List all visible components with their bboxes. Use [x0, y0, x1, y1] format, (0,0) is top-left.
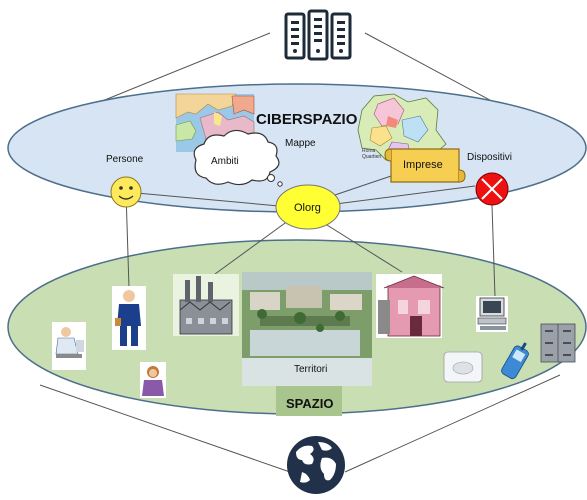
shop-building-image	[376, 274, 445, 338]
globe-icon	[287, 436, 345, 494]
space-title: SPAZIO	[286, 396, 333, 411]
device-cross-icon	[475, 172, 509, 206]
olorg-node: Olorg	[275, 184, 341, 230]
imprese-scroll: Imprese	[384, 148, 466, 183]
imprese-label: Imprese	[403, 159, 443, 171]
territori-label: Territori	[294, 364, 327, 375]
office-worker-image	[52, 322, 86, 370]
mappe-label: Mappe	[285, 138, 316, 149]
filing-cabinet-image	[540, 323, 576, 363]
territory-photo: Territori SPAZIO	[242, 272, 372, 416]
computer-image	[476, 296, 508, 332]
cyberspace-title: CIBERSPAZIO	[256, 111, 358, 128]
rome-map-caption-line1: Roma	[362, 148, 376, 154]
businessman-image	[112, 286, 146, 350]
olorg-label: Olorg	[294, 202, 321, 214]
sensor-device-image	[443, 351, 483, 383]
ambiti-label: Ambiti	[211, 156, 239, 167]
rome-map-caption-line2: Quartieri	[362, 154, 381, 160]
dispositivi-label: Dispositivi	[467, 152, 512, 163]
factory-image	[173, 274, 239, 336]
ambiti-cloud: Ambiti	[193, 129, 283, 187]
globe-connectors	[39, 374, 561, 473]
woman-phone-image	[140, 362, 166, 398]
server-rack-icon	[283, 9, 353, 61]
mobile-phone-image	[501, 342, 529, 380]
persone-label: Persone	[106, 154, 144, 165]
smiley-icon	[110, 176, 142, 208]
